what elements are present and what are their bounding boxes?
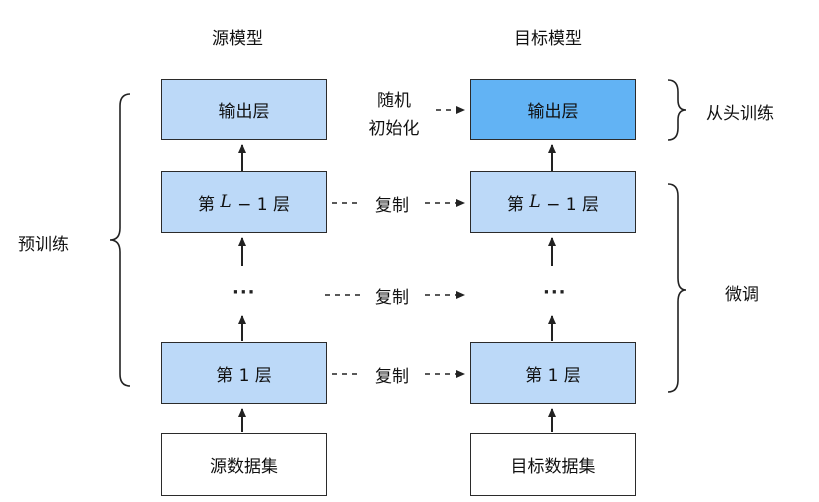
finetune-label: 微调 — [725, 285, 759, 305]
source-model-title: 源模型 — [212, 29, 263, 49]
source-dataset: 源数据集 — [161, 433, 327, 496]
source-output-layer-label: 输出层 — [218, 102, 270, 122]
source-layer-L-minus-1: 第 L − 1 层 — [161, 171, 327, 233]
source-layer-L-minus-1-prefix: 第 — [198, 194, 221, 215]
random-init-line2: 初始化 — [368, 119, 420, 139]
source-output-layer: 输出层 — [161, 79, 327, 140]
target-dataset-label: 目标数据集 — [510, 457, 596, 477]
brace-train-from-scratch — [667, 79, 687, 141]
target-dataset: 目标数据集 — [470, 433, 636, 496]
target-output-layer-label: 输出层 — [527, 102, 579, 122]
target-layer-L-var: L — [529, 192, 541, 212]
copy-label-middle: 复制 — [361, 278, 423, 312]
target-layer-1: 第 1 层 — [470, 342, 636, 404]
target-ellipsis: ··· — [543, 282, 567, 303]
copy-label-top: 复制 — [361, 186, 423, 220]
train-from-scratch-label: 从头训练 — [706, 104, 774, 124]
target-model-title: 目标模型 — [514, 29, 582, 49]
source-layer-L-var: L — [220, 192, 232, 212]
target-layer-1-label: 第 1 层 — [525, 365, 581, 386]
random-init-line1: 随机 — [377, 91, 411, 111]
brace-pretrain — [109, 93, 131, 387]
source-dataset-label: 源数据集 — [210, 457, 278, 477]
pretrain-label: 预训练 — [18, 235, 69, 255]
target-layer-L-minus-1-suffix: − 1 层 — [540, 194, 599, 215]
source-layer-L-minus-1-suffix: − 1 层 — [231, 194, 290, 215]
brace-finetune — [667, 183, 687, 393]
source-ellipsis: ··· — [232, 282, 256, 303]
target-output-layer: 输出层 — [470, 79, 636, 140]
target-layer-L-minus-1: 第 L − 1 层 — [470, 171, 636, 233]
target-layer-L-minus-1-prefix: 第 — [507, 194, 530, 215]
source-layer-1: 第 1 层 — [161, 342, 327, 404]
source-layer-1-label: 第 1 层 — [216, 365, 272, 386]
copy-label-bottom: 复制 — [361, 357, 423, 391]
